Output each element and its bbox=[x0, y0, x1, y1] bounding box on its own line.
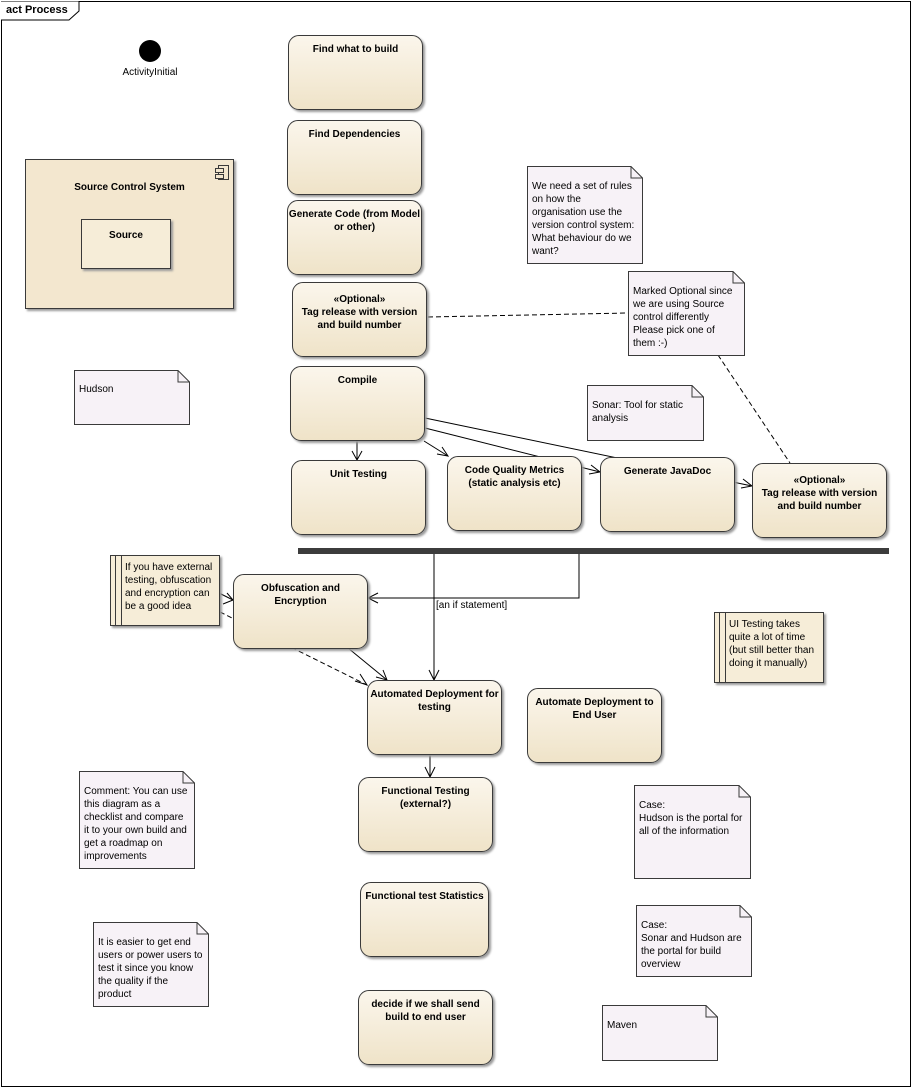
note-hudson[interactable]: Hudson bbox=[74, 370, 190, 425]
frame-title: act Process bbox=[6, 4, 68, 16]
source-control-component[interactable]: Source Control System Source bbox=[25, 159, 234, 309]
action-generate-javadoc[interactable]: Generate JavaDoc bbox=[600, 457, 735, 532]
action-tag-release-1[interactable]: «Optional» Tag release with version and … bbox=[292, 282, 427, 357]
note-comment-checklist[interactable]: Comment: You can use this diagram as a c… bbox=[79, 771, 195, 869]
source-part[interactable]: Source bbox=[81, 219, 171, 269]
note-end-users[interactable]: It is easier to get end users or power u… bbox=[93, 922, 209, 1007]
note-shape bbox=[602, 1005, 718, 1061]
note-text: Sonar: Tool for static analysis bbox=[592, 400, 683, 424]
note-version-control-rules[interactable]: We need a set of rules on how the organi… bbox=[527, 166, 643, 264]
stereotype-label: «Optional» bbox=[793, 475, 846, 486]
action-generate-code[interactable]: Generate Code (from Model or other) bbox=[287, 200, 422, 275]
note-text: Hudson bbox=[79, 384, 114, 395]
component-title: Source Control System bbox=[74, 182, 185, 193]
note-text: It is easier to get end users or power u… bbox=[98, 937, 203, 1000]
note-case-sonar[interactable]: Case: Sonar and Hudson are the portal fo… bbox=[636, 905, 752, 977]
action-decide-send-build[interactable]: decide if we shall send build to end use… bbox=[358, 990, 493, 1065]
action-automate-deployment-end-user[interactable]: Automate Deployment to End User bbox=[527, 688, 662, 763]
edge-obfuscation-auto-deploy bbox=[347, 647, 388, 681]
action-find-dependencies[interactable]: Find Dependencies bbox=[287, 120, 422, 195]
note-shape bbox=[527, 166, 643, 264]
action-compile[interactable]: Compile bbox=[290, 366, 425, 441]
action-automated-deployment-testing[interactable]: Automated Deployment for testing bbox=[367, 680, 502, 755]
action-functional-testing[interactable]: Functional Testing (external?) bbox=[358, 777, 493, 852]
note-shape bbox=[79, 771, 195, 869]
note-text: Case: Hudson is the portal for all of th… bbox=[639, 800, 743, 837]
note-text: Marked Optional since we are using Sourc… bbox=[633, 286, 733, 349]
action-find-what-to-build[interactable]: Find what to build bbox=[288, 35, 423, 110]
action-functional-test-statistics[interactable]: Functional test Statistics bbox=[360, 882, 489, 957]
note-shape bbox=[587, 385, 704, 441]
comment-bar bbox=[719, 613, 726, 682]
note-shape bbox=[93, 922, 209, 1007]
note-shape bbox=[74, 370, 190, 425]
component-icon bbox=[215, 165, 229, 180]
edge-comment-obfuscation bbox=[218, 592, 234, 601]
note-case-hudson[interactable]: Case: Hudson is the portal for all of th… bbox=[634, 785, 751, 879]
action-code-quality-metrics[interactable]: Code Quality Metrics (static analysis et… bbox=[447, 456, 582, 531]
note-marked-optional[interactable]: Marked Optional since we are using Sourc… bbox=[628, 271, 745, 356]
action-unit-testing[interactable]: Unit Testing bbox=[291, 460, 426, 535]
note-text: Case: Sonar and Hudson are the portal fo… bbox=[641, 920, 742, 970]
stereotype-label: «Optional» bbox=[333, 294, 386, 305]
comment-ui-testing[interactable]: UI Testing takes quite a lot of time (bu… bbox=[714, 612, 824, 683]
note-sonar[interactable]: Sonar: Tool for static analysis bbox=[587, 385, 704, 441]
note-text: Maven bbox=[607, 1020, 638, 1031]
comment-text: If you have external testing, obfuscatio… bbox=[125, 562, 213, 612]
comment-external-testing[interactable]: If you have external testing, obfuscatio… bbox=[110, 555, 220, 626]
action-obfuscation-encryption[interactable]: Obfuscation and Encryption bbox=[233, 574, 368, 649]
action-label: Tag release with version and build numbe… bbox=[761, 488, 878, 512]
comment-bar bbox=[115, 556, 122, 625]
dashed-optional-note-tag1 bbox=[427, 312, 629, 318]
note-shape bbox=[636, 905, 752, 977]
note-shape bbox=[628, 271, 745, 356]
note-text: Comment: You can use this diagram as a c… bbox=[84, 786, 188, 862]
guard-label: [an if statement] bbox=[436, 600, 508, 611]
activity-initial-node[interactable] bbox=[139, 40, 161, 62]
note-text: We need a set of rules on how the organi… bbox=[532, 181, 635, 257]
frame-tab: act Process bbox=[1, 1, 80, 21]
note-maven[interactable]: Maven bbox=[602, 1005, 718, 1061]
dashed-optional-note-tag2 bbox=[717, 354, 791, 464]
fork-bar[interactable] bbox=[298, 548, 889, 554]
comment-text: UI Testing takes quite a lot of time (bu… bbox=[729, 619, 815, 669]
edge-fork-obfuscation bbox=[368, 554, 580, 599]
edge-compile-code-quality bbox=[423, 440, 449, 457]
action-tag-release-2[interactable]: «Optional» Tag release with version and … bbox=[752, 463, 887, 538]
action-label: Tag release with version and build numbe… bbox=[301, 307, 418, 331]
note-shape bbox=[634, 785, 751, 879]
activity-initial-label: ActivityInitial bbox=[122, 67, 178, 78]
